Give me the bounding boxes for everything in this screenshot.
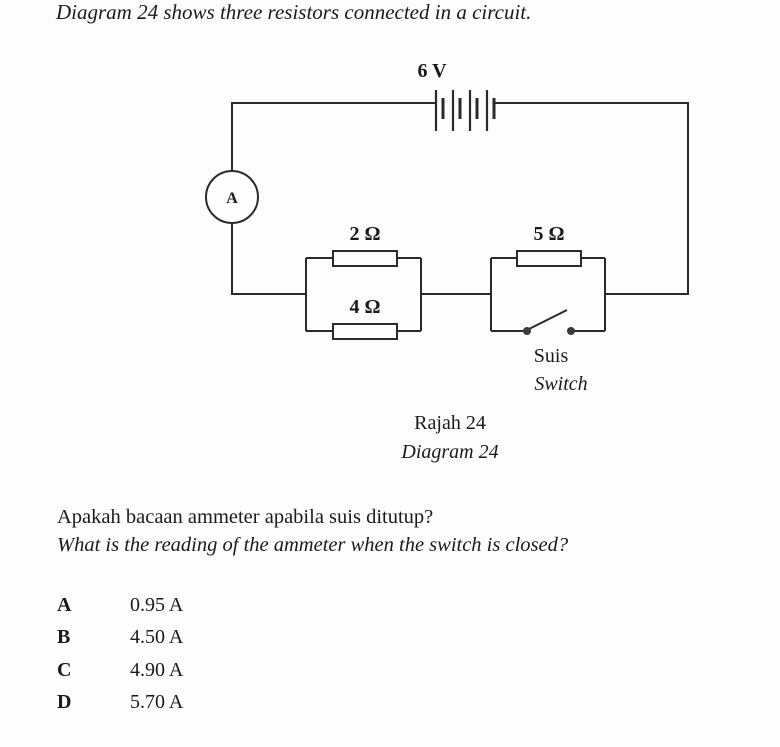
resistor-5-ohm	[516, 250, 582, 267]
resistor-2-ohm	[332, 250, 398, 267]
ammeter-icon	[205, 170, 259, 224]
switch-label-ms: Suis	[534, 345, 569, 367]
option-letter: C	[57, 658, 72, 681]
option-letter: B	[57, 626, 71, 649]
resistor-4-ohm-label: 4 Ω	[349, 296, 380, 318]
option-value: 0.95 A	[130, 593, 184, 616]
battery-label: 6 V	[417, 60, 447, 82]
option-value: 4.50 A	[130, 626, 184, 649]
intro-text: Diagram 24 shows three resistors connect…	[56, 0, 532, 24]
resistor-4-ohm	[332, 323, 398, 340]
option-value: 4.90 A	[130, 658, 184, 681]
parallel-block-right	[490, 257, 606, 332]
resistor-2-ohm-label: 2 Ω	[349, 223, 380, 245]
option-d[interactable]: D 5.70 A	[57, 687, 183, 720]
caption-english: Diagram 24	[401, 441, 499, 463]
switch-icon	[523, 309, 575, 335]
switch-label-en: Switch	[534, 373, 587, 395]
option-a[interactable]: A 0.95 A	[57, 589, 183, 622]
option-letter: D	[57, 691, 72, 714]
caption-malay: Rajah 24	[414, 412, 486, 434]
question-english: What is the reading of the ammeter when …	[57, 534, 569, 556]
question-malay: Apakah bacaan ammeter apabila suis ditut…	[57, 506, 434, 528]
option-b[interactable]: B 4.50 A	[57, 622, 183, 655]
battery-icon	[434, 90, 496, 131]
option-letter: A	[57, 593, 72, 616]
parallel-block-left	[305, 257, 422, 332]
option-c[interactable]: C 4.90 A	[57, 654, 183, 687]
answer-options: A 0.95 A B 4.50 A C 4.90 A D 5.70 A	[57, 589, 183, 719]
option-value: 5.70 A	[130, 691, 184, 714]
resistor-5-ohm-label: 5 Ω	[533, 223, 564, 245]
ammeter-label: A	[226, 190, 238, 207]
